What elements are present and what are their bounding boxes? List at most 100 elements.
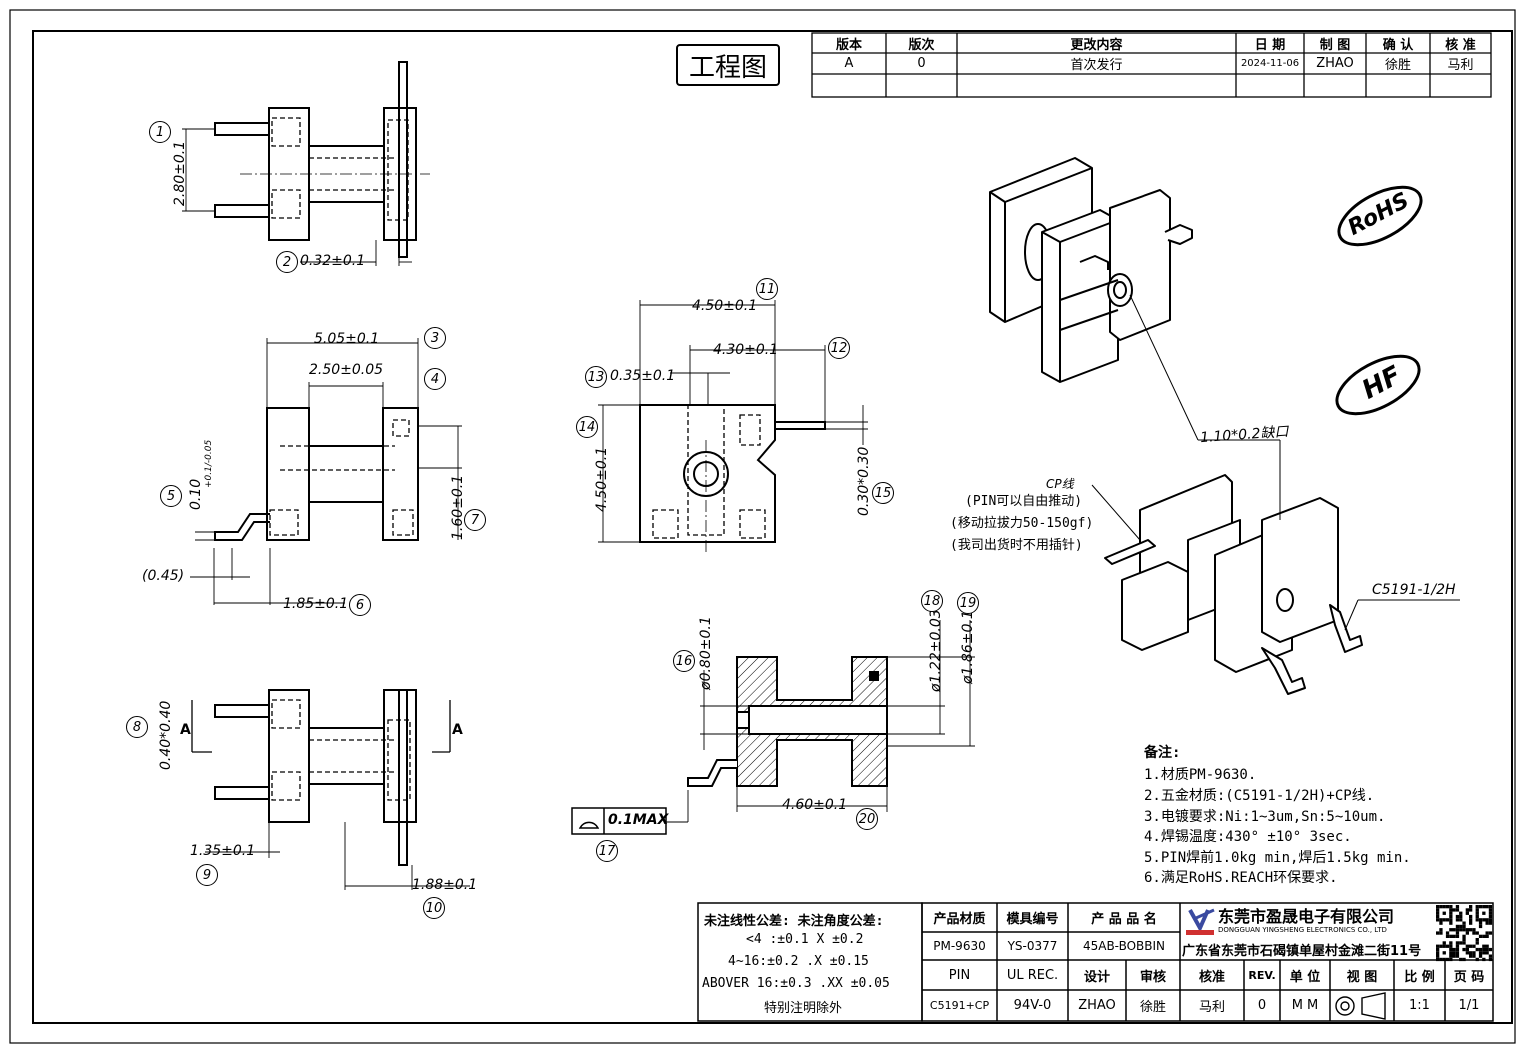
- rev-header-drawn: 制 图: [1319, 37, 1351, 53]
- tb-review-label: 审核: [1139, 969, 1166, 985]
- callout-12: 12: [828, 337, 850, 359]
- drawing-type-stamp: 工程图: [676, 44, 780, 86]
- callout-15: 15: [872, 482, 894, 504]
- rev-header-version: 版本: [835, 37, 862, 53]
- tb-header-material: 产品材质: [933, 912, 986, 927]
- tolerance-line-4: ABOVER 16:±0.3 .XX ±0.05: [702, 976, 890, 991]
- flatness-value: 0.1MAX: [608, 812, 669, 828]
- tb-design-value: ZHAO: [1078, 998, 1116, 1013]
- pin-note-3: (我司出货时不用插针): [950, 538, 1083, 553]
- tolerance-line-5: 特别注明除外: [764, 1001, 843, 1016]
- rev-cell-drawn: ZHAO: [1316, 56, 1354, 71]
- rohs-badge-shape: [1337, 185, 1423, 247]
- tb-view-label: 视 图: [1346, 969, 1378, 985]
- callout-4: 4: [424, 368, 446, 390]
- view-middle-left: [190, 338, 462, 605]
- dim-pin-span: 4.30±0.1: [713, 342, 779, 358]
- callout-7: 7: [464, 509, 486, 531]
- rev-header-date: 日 期: [1254, 37, 1286, 53]
- callout-17: 17: [596, 840, 618, 862]
- callout-11: 11: [756, 278, 778, 300]
- rev-cell-date: 2024-11-06: [1240, 58, 1300, 69]
- callout-9: 9: [196, 864, 218, 886]
- tb-review-value: 徐胜: [1139, 1000, 1166, 1015]
- callout-8: 8: [126, 716, 148, 738]
- rev-header-confirm: 确 认: [1382, 37, 1414, 53]
- dim-hole-small: ø0.80±0.1: [698, 616, 714, 690]
- callout-1: 1: [149, 121, 171, 143]
- tb-scale-label: 比 例: [1404, 969, 1435, 985]
- dim-pin-length: 1.85±0.1: [283, 596, 349, 612]
- tolerance-line-2: <4 :±0.1 X ±0.2: [746, 932, 864, 947]
- tb-product-value: 45AB-BOBBIN: [1082, 939, 1166, 953]
- tb-material-value: PM-9630: [933, 939, 986, 953]
- dim-pin-bend: (0.45): [142, 568, 185, 584]
- pin-material-label: C5191-1/2H: [1372, 582, 1456, 598]
- note-1: 1.材质PM-9630.: [1144, 767, 1257, 783]
- note-3: 3.电镀要求:Ni:1~3um,Sn:5~10um.: [1144, 809, 1386, 825]
- callout-2: 2: [276, 251, 298, 273]
- callout-16: 16: [673, 650, 695, 672]
- dim-pin-offset-tol: +0.1/-0.05: [204, 439, 214, 488]
- tb-header-product: 产 品 品 名: [1091, 912, 1157, 927]
- note-2: 2.五金材质:(C5191-1/2H)+CP线.: [1144, 788, 1375, 804]
- callout-14: 14: [576, 416, 598, 438]
- view-bottom-left: [191, 689, 470, 890]
- company-address: 广东省东莞市石碣镇单屋村金滩二街11号: [1182, 943, 1422, 959]
- outer-frame: [9, 9, 1516, 1044]
- dim-hole-large: ø1.86±0.1: [960, 610, 976, 684]
- note-4: 4.焊锡温度:430° ±10° 3sec.: [1144, 829, 1352, 845]
- dim-pin-projection: 1.88±0.1: [412, 877, 478, 893]
- dim-winding-width: 2.50±0.05: [309, 362, 384, 378]
- dim-front-height: 4.50±0.1: [594, 446, 610, 512]
- tb-rev-value: 0: [1257, 998, 1267, 1013]
- tb-ul-label: UL REC.: [1006, 967, 1059, 983]
- callout-13: 13: [585, 366, 607, 388]
- iso-view-lower: [1104, 474, 1363, 695]
- note-5: 5.PIN焊前1.0kg min,焊后1.5kg min.: [1144, 850, 1411, 866]
- revision-table-grid: [811, 32, 1492, 98]
- view-center-section: [571, 620, 975, 835]
- dim-pin-section: 0.40*0.40: [158, 700, 174, 770]
- callout-5: 5: [160, 485, 182, 507]
- dim-cp-section: 0.30*0.30: [856, 446, 872, 516]
- pin-note-2: (移动拉拔力50-150gf): [950, 516, 1094, 531]
- tb-ul-value: 94V-0: [1013, 998, 1052, 1013]
- rev-cell-content: 首次发行: [1070, 58, 1123, 73]
- callout-18: 18: [921, 590, 943, 612]
- rev-cell-approve: 马利: [1447, 58, 1474, 73]
- qr-code: [1436, 905, 1493, 962]
- section-marker-right: A: [452, 722, 463, 738]
- view-center-front: [598, 300, 868, 555]
- section-marker-left: A: [180, 722, 191, 738]
- title-block-grid: [697, 902, 1494, 1022]
- dim-overall-length: 5.05±0.1: [314, 331, 380, 347]
- dim-pin-thickness: 0.32±0.1: [300, 253, 366, 269]
- tb-page-label: 页 码: [1453, 969, 1485, 985]
- company-name-cn: 东莞市盈晟电子有限公司: [1218, 907, 1395, 926]
- hf-badge-shape: [1335, 354, 1421, 416]
- tolerance-line-3: 4~16:±0.2 .X ±0.15: [728, 954, 869, 969]
- callout-3: 3: [424, 327, 446, 349]
- dim-pin-offset: 0.10: [188, 478, 204, 510]
- dim-section-length: 4.60±0.1: [782, 797, 848, 813]
- company-logo-icon: [1186, 908, 1215, 935]
- dim-hole-mid: ø1.22±0.03: [928, 609, 944, 692]
- callout-10: 10: [423, 897, 445, 919]
- pin-note-1: (PIN可以自由推动): [965, 494, 1083, 509]
- tb-scale-value: 1:1: [1409, 998, 1430, 1013]
- rev-cell-version: A: [844, 56, 854, 71]
- projection-symbol-icon: [1335, 992, 1386, 1020]
- callout-19: 19: [957, 592, 979, 614]
- tb-pin-label: PIN: [948, 967, 971, 983]
- rev-cell-edition: 0: [917, 56, 926, 71]
- rev-header-approve: 核 准: [1445, 37, 1476, 53]
- tb-approve-value: 马利: [1198, 1000, 1225, 1015]
- dim-flange-thickness: 1.35±0.1: [190, 843, 256, 859]
- rev-header-content: 更改内容: [1070, 37, 1123, 53]
- view-top-left: [182, 61, 430, 266]
- tb-unit-label: 单 位: [1289, 969, 1321, 985]
- dim-height: 1.60±0.1: [450, 474, 466, 540]
- iso-view-upper: [989, 157, 1193, 383]
